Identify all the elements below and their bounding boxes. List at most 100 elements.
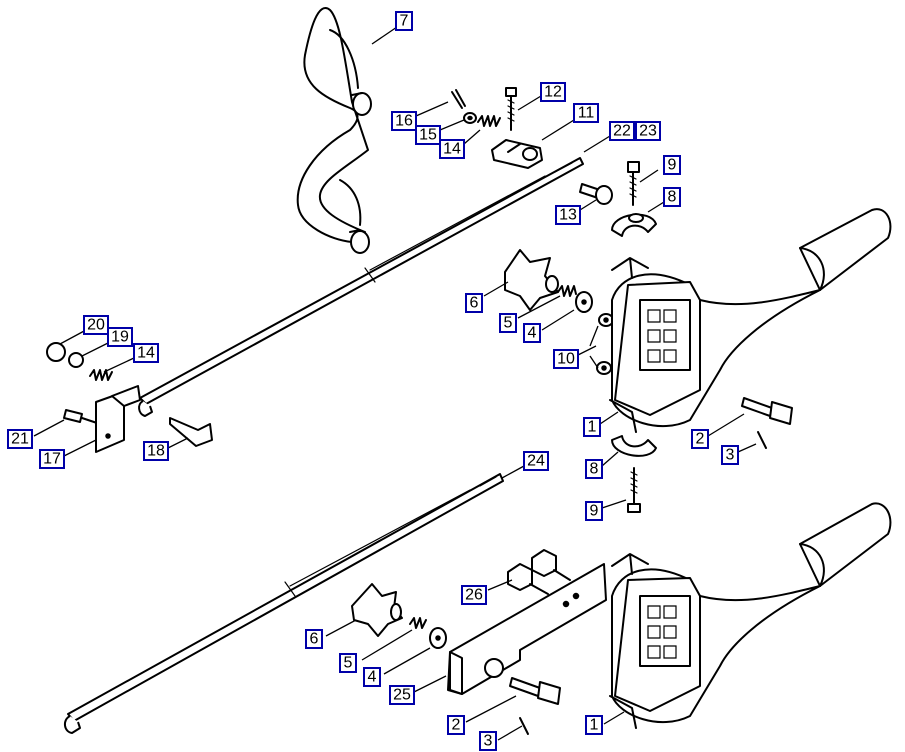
callout-5-top: 5 bbox=[499, 313, 517, 333]
callout-label: 13 bbox=[559, 207, 577, 224]
part-22-23-long-bar bbox=[138, 157, 584, 417]
callout-label: 1 bbox=[588, 419, 597, 436]
callout-2-bottom: 2 bbox=[447, 715, 465, 735]
part-4-washer-bottom bbox=[429, 627, 447, 649]
part-24-long-bar bbox=[64, 473, 504, 734]
part-10-nuts bbox=[596, 313, 614, 375]
callout-15: 15 bbox=[415, 125, 441, 145]
callout-6-bottom: 6 bbox=[305, 629, 323, 649]
callout-9-bottom: 9 bbox=[585, 501, 603, 521]
callout-label: 10 bbox=[557, 351, 575, 368]
part-3-pin-bottom bbox=[519, 717, 529, 735]
part-18-lever bbox=[169, 417, 213, 447]
callout-8-bottom: 8 bbox=[585, 459, 603, 479]
callout-label: 8 bbox=[590, 461, 599, 478]
part-20-cap bbox=[46, 342, 66, 362]
callout-label: 3 bbox=[726, 447, 735, 464]
part-5-spring-bottom bbox=[409, 617, 427, 629]
callout-label: 6 bbox=[310, 631, 319, 648]
callout-6-top: 6 bbox=[465, 293, 483, 313]
callout-10: 10 bbox=[553, 349, 579, 369]
callout-label: 21 bbox=[11, 431, 29, 448]
callout-label: 6 bbox=[470, 295, 479, 312]
part-4-washer-top bbox=[575, 291, 593, 313]
callout-label: 22 bbox=[613, 123, 631, 140]
callout-20: 20 bbox=[83, 315, 109, 335]
callout-label: 26 bbox=[465, 587, 483, 604]
part-25-plate bbox=[447, 563, 607, 695]
callout-label: 14 bbox=[137, 345, 155, 362]
part-26-bolts bbox=[507, 549, 571, 595]
callout-3-bottom: 3 bbox=[479, 731, 497, 751]
part-12-bolt bbox=[505, 87, 517, 131]
callout-22: 22 bbox=[609, 121, 635, 141]
callout-label: 2 bbox=[452, 717, 461, 734]
callout-5-bottom: 5 bbox=[339, 653, 357, 673]
part-5-spring-top bbox=[557, 285, 577, 297]
callout-label: 16 bbox=[395, 113, 413, 130]
part-14-spring-top bbox=[477, 115, 501, 127]
callout-11: 11 bbox=[573, 103, 599, 123]
part-9-bolt-top bbox=[627, 161, 640, 206]
callout-label: 12 bbox=[544, 84, 562, 101]
callout-23: 23 bbox=[635, 121, 661, 141]
part-6-star-knob-bottom bbox=[351, 583, 403, 637]
part-8-half-clamp-bottom bbox=[611, 435, 657, 457]
callout-8-top: 8 bbox=[663, 187, 681, 207]
callout-24: 24 bbox=[523, 451, 549, 471]
part-1-handle-housing-top bbox=[609, 208, 892, 433]
part-2-screw-bottom bbox=[509, 677, 561, 705]
callout-4-bottom: 4 bbox=[363, 667, 381, 687]
callout-19: 19 bbox=[107, 327, 133, 347]
callout-21: 21 bbox=[7, 429, 33, 449]
callout-label: 5 bbox=[344, 655, 353, 672]
callout-label: 15 bbox=[419, 127, 437, 144]
callout-label: 9 bbox=[590, 503, 599, 520]
callout-label: 17 bbox=[43, 451, 61, 468]
callout-label: 4 bbox=[528, 325, 537, 342]
callout-14-left: 14 bbox=[133, 343, 159, 363]
part-3-pin-top bbox=[757, 431, 767, 449]
part-13-pin bbox=[579, 183, 613, 205]
part-8-half-clamp-top bbox=[611, 213, 657, 237]
callout-25: 25 bbox=[389, 685, 415, 705]
part-9-bolt-bottom bbox=[627, 467, 641, 513]
callout-label: 18 bbox=[147, 443, 165, 460]
callout-4-top: 4 bbox=[523, 323, 541, 343]
part-21-screw bbox=[63, 409, 101, 425]
callout-17: 17 bbox=[39, 449, 65, 469]
callout-label: 5 bbox=[504, 315, 513, 332]
callout-label: 23 bbox=[639, 123, 657, 140]
callout-label: 11 bbox=[578, 105, 595, 122]
callout-7: 7 bbox=[395, 11, 413, 31]
part-11-clamp bbox=[491, 139, 543, 169]
callout-label: 24 bbox=[527, 453, 545, 470]
callout-14-top: 14 bbox=[439, 139, 465, 159]
callout-label: 1 bbox=[590, 717, 599, 734]
part-16-pin bbox=[451, 89, 466, 109]
callout-1-bottom: 1 bbox=[585, 715, 603, 735]
part-17-bracket bbox=[95, 385, 141, 453]
callout-label: 14 bbox=[443, 141, 461, 158]
part-1-handle-housing-bottom bbox=[609, 502, 892, 729]
part-15-washer bbox=[463, 112, 477, 124]
callout-9-top: 9 bbox=[663, 155, 681, 175]
part-19-bushing bbox=[68, 352, 84, 368]
callout-label: 7 bbox=[400, 13, 409, 30]
part-14-spring-left bbox=[89, 369, 113, 381]
leader-lines bbox=[33, 26, 757, 741]
part-2-screw-top bbox=[741, 397, 793, 425]
callout-label: 2 bbox=[696, 431, 705, 448]
callout-26: 26 bbox=[461, 585, 487, 605]
callout-3-top: 3 bbox=[721, 445, 739, 465]
callout-16: 16 bbox=[391, 111, 417, 131]
part-7-loop-handle bbox=[296, 7, 372, 254]
callout-18: 18 bbox=[143, 441, 169, 461]
callout-label: 20 bbox=[87, 317, 105, 334]
callout-label: 4 bbox=[368, 669, 377, 686]
callout-13: 13 bbox=[555, 205, 581, 225]
callout-label: 9 bbox=[668, 157, 677, 174]
callout-label: 8 bbox=[668, 189, 677, 206]
